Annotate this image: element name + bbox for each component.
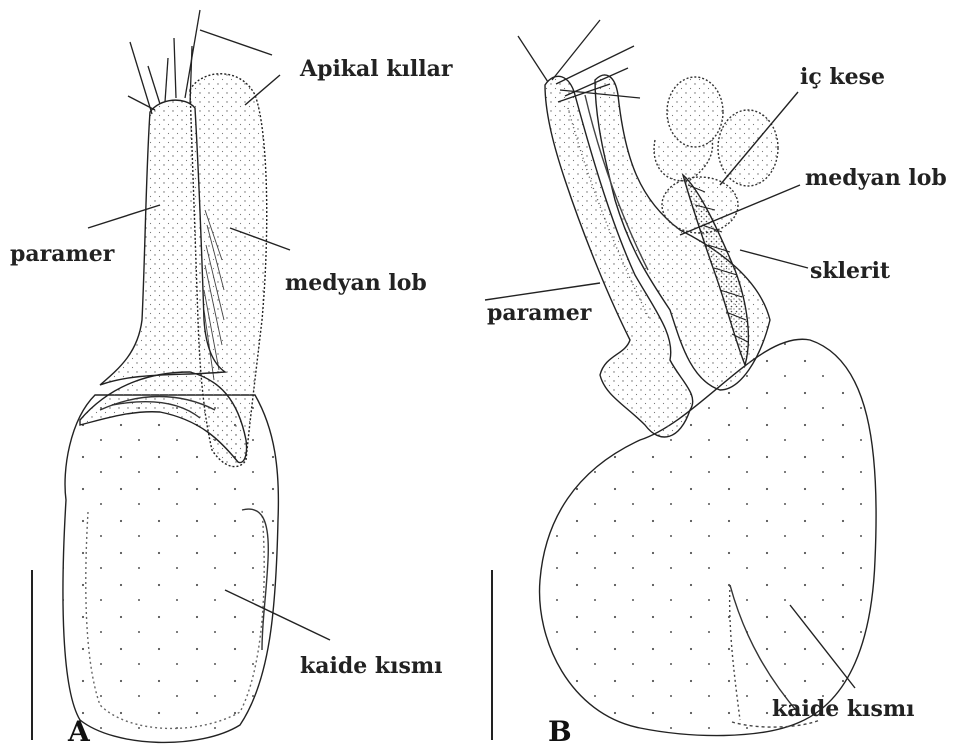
panel-b-internal-sac: [654, 77, 778, 233]
label-paramere-a: paramer: [10, 243, 114, 265]
label-paramere-b: paramer: [487, 302, 591, 324]
label-basal-piece-a: kaide kısmı: [300, 655, 443, 677]
panel-letter-b: B: [548, 718, 572, 746]
panel-b-basal-piece: [540, 339, 877, 735]
panel-b-drawing: [485, 20, 876, 740]
label-median-lobe-a: medyan lob: [285, 272, 427, 294]
panel-a-setae: [128, 10, 200, 114]
label-sclerite: sklerit: [810, 260, 890, 282]
panel-a-drawing: [32, 10, 330, 742]
label-median-lobe-b: medyan lob: [805, 167, 947, 189]
label-basal-piece-b: kaide kısmı: [772, 698, 915, 720]
panel-letter-a: A: [68, 718, 90, 746]
panel-b-setae: [518, 20, 640, 102]
label-internal-sac: iç kese: [800, 66, 885, 88]
label-apical-setae: Apikal kıllar: [300, 58, 453, 80]
